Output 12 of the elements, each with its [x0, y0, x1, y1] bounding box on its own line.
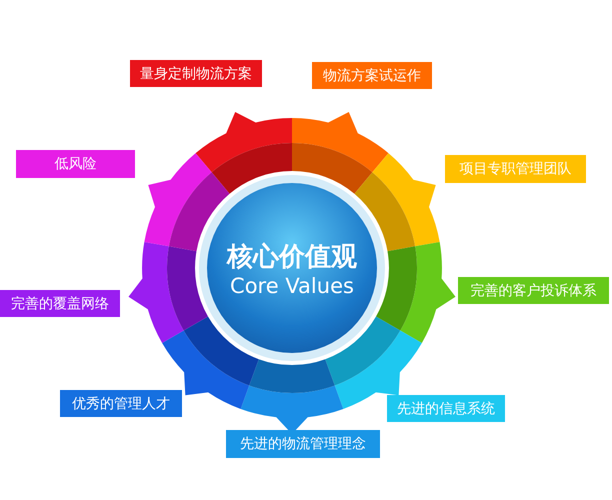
label-box: 低风险	[16, 150, 135, 178]
label-box: 项目专职管理团队	[445, 155, 586, 183]
center-title: 核心价值观	[227, 240, 357, 274]
center-subtitle: Core Values	[230, 274, 354, 298]
label-box: 优秀的管理人才	[60, 390, 182, 417]
label-box: 物流方案试运作	[312, 62, 432, 89]
center-circle	[207, 183, 377, 353]
label-box: 先进的信息系统	[387, 395, 505, 422]
label-box: 完善的覆盖网络	[0, 290, 120, 317]
label-box: 量身定制物流方案	[130, 60, 262, 87]
label-box: 完善的客户投诉体系	[458, 277, 609, 304]
label-box: 先进的物流管理理念	[226, 430, 380, 458]
